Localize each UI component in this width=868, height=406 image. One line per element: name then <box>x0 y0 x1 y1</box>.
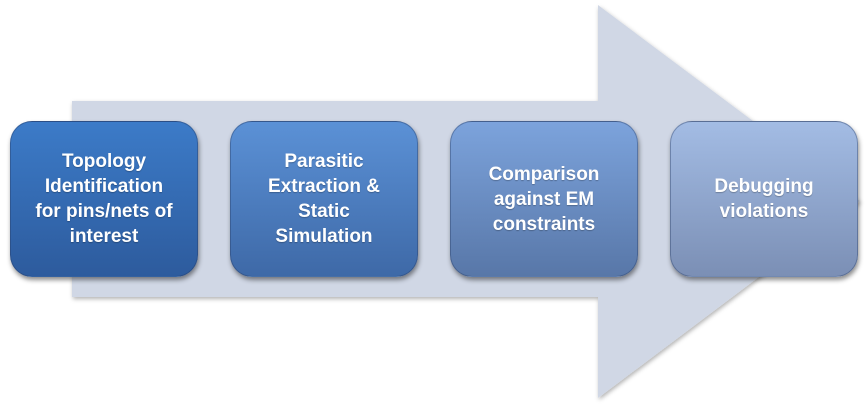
step-parasitic-extraction: Parasitic Extraction & Static Simulation <box>230 121 418 277</box>
step-em-comparison: Comparison against EM constraints <box>450 121 638 277</box>
step-label: Debugging violations <box>714 176 814 222</box>
step-topology-identification: Topology Identification for pins/nets of… <box>10 121 198 277</box>
step-label: Parasitic Extraction & Static Simulation <box>268 151 380 247</box>
step-debugging: Debugging violations <box>670 121 858 277</box>
step-label: Topology Identification for pins/nets of… <box>35 151 173 247</box>
step-label: Comparison against EM constraints <box>488 163 600 235</box>
